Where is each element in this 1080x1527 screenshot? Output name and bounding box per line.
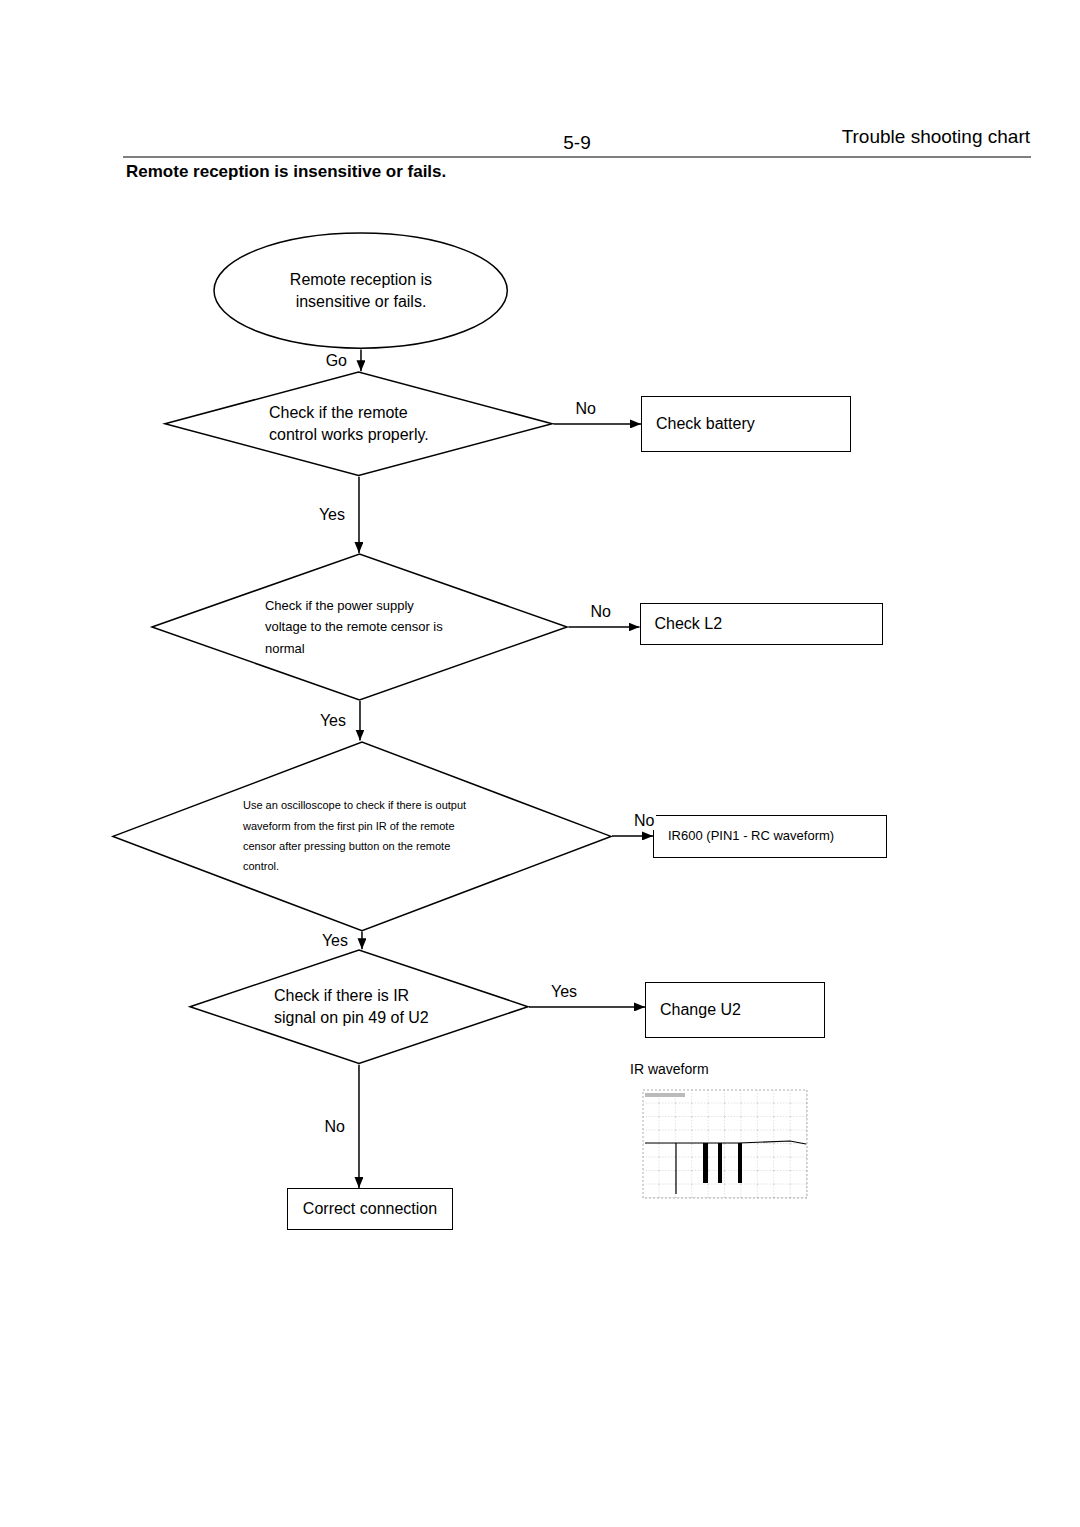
flow-arrow [358,477,360,553]
process-box: Change U2 [645,982,825,1038]
edge-label: No [632,812,656,830]
scope-status-bar [645,1093,685,1097]
edge-label: Go [324,352,349,370]
edge-label: Yes [318,712,348,730]
flow-arrow [554,423,641,425]
flow-arrow [569,626,640,628]
process-box: Check battery [641,396,851,452]
edge-label: Yes [317,506,347,524]
text-holder: Check battery [656,413,755,435]
edge-label: No [574,400,598,418]
process-box: Check L2 [640,603,883,645]
decision-diamond: Check if the power supply voltage to the… [151,553,568,701]
node-text: Change U2 [660,999,741,1021]
diamond-border [152,554,567,700]
diamond-border [113,742,611,931]
diamond-outline [189,949,529,1064]
ellipse-outline [213,232,508,349]
scope-frame [643,1090,807,1198]
edge-label: No [589,603,613,621]
ir-trace [645,1141,806,1194]
node-text: Remote reception is insensitive or fails… [281,269,441,312]
scope-screen [643,1090,807,1198]
flow-arrow [359,701,361,741]
flow-arrow [361,931,363,949]
text-holder: Check if the remote control works proper… [269,402,449,445]
node-text: Correct connection [303,1198,437,1220]
ir-pulse [738,1143,742,1183]
header-text: Trouble shooting chart [842,126,1030,148]
ellipse-border [214,233,507,348]
text-holder: IR600 (PIN1 - RC waveform) [668,827,834,845]
text-holder: Change U2 [660,999,741,1021]
edge-label: Yes [549,983,579,1001]
text-holder: Check if there is IR signal on pin 49 of… [274,985,444,1028]
diamond-outline [164,371,553,476]
diamond-outline [112,741,612,932]
chart-title: Remote reception is insensitive or fails… [126,162,446,182]
edge-label: Yes [320,932,350,950]
header-rule [123,156,1031,157]
decision-diamond: Use an oscilloscope to check if there is… [112,741,612,932]
text-holder: Remote reception is insensitive or fails… [281,269,441,312]
node-text: Use an oscilloscope to check if there is… [243,795,481,876]
process-box: Correct connection [287,1188,453,1230]
node-text: Check battery [656,413,755,435]
text-holder: Use an oscilloscope to check if there is… [243,795,481,876]
flow-arrow [529,1006,645,1008]
scope-grid [643,1090,807,1198]
node-text: Check if the power supply voltage to the… [265,595,455,659]
node-text: Check if the remote control works proper… [269,402,449,445]
text-holder: Check L2 [655,613,723,635]
text-holder: Check if the power supply voltage to the… [265,595,455,659]
node-text: Check if there is IR signal on pin 49 of… [274,985,444,1028]
diamond-border [190,950,528,1063]
process-box: IR600 (PIN1 - RC waveform) [653,815,887,858]
diamond-border [165,372,552,475]
ir-pulse [703,1143,708,1183]
start-ellipse: Remote reception is insensitive or fails… [213,232,508,349]
edge-label: No [323,1118,347,1136]
decision-diamond: Check if there is IR signal on pin 49 of… [189,949,529,1064]
node-text: IR600 (PIN1 - RC waveform) [668,827,834,845]
flow-arrow [358,1065,360,1188]
text-holder: Correct connection [303,1198,437,1220]
flow-arrow [360,350,362,372]
waveform-caption: IR waveform [630,1061,709,1077]
header-text: 5-9 [563,132,590,154]
decision-diamond: Check if the remote control works proper… [164,371,553,476]
flow-arrow [612,835,653,837]
node-text: Check L2 [655,613,723,635]
ir-pulse [718,1143,722,1183]
